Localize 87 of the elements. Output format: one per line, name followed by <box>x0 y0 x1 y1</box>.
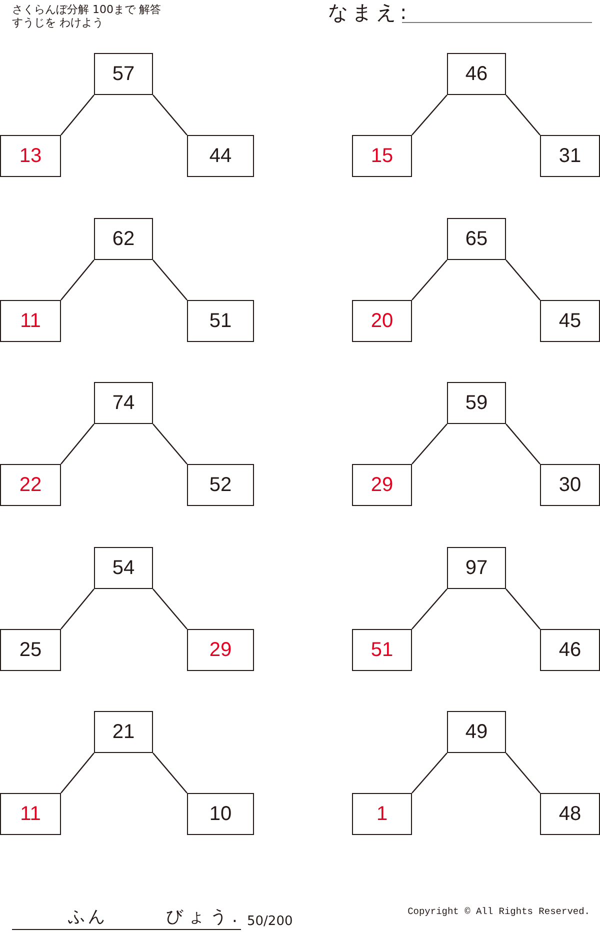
number-box <box>187 300 254 342</box>
number-text: 20 <box>370 311 394 331</box>
name-label: なまえ: <box>328 0 411 24</box>
number-box <box>352 464 412 506</box>
connector-line <box>412 752 448 794</box>
subtitle: すうじを わけよう <box>12 16 104 30</box>
number-text: 51 <box>370 640 394 660</box>
number-box <box>0 793 61 835</box>
number-text: 21 <box>112 722 135 742</box>
number-box <box>187 629 254 671</box>
number-text: 52 <box>209 475 232 495</box>
number-box <box>94 382 153 424</box>
number-text: 59 <box>465 393 488 413</box>
connector-line <box>412 94 448 136</box>
number-box <box>94 53 153 95</box>
minutes-label: ふん <box>68 907 108 928</box>
connector-line <box>152 424 188 464</box>
number-text: 31 <box>558 146 582 166</box>
number-text: 44 <box>209 146 232 166</box>
connector-line <box>506 94 540 136</box>
number-text: 22 <box>19 475 42 495</box>
number-text: 11 <box>20 804 41 824</box>
number-text: 29 <box>370 475 394 495</box>
number-box <box>447 547 506 589</box>
number-box <box>540 793 600 835</box>
number-box <box>94 711 153 753</box>
number-box <box>447 711 506 753</box>
connector-line <box>152 588 188 630</box>
number-text: 1 <box>376 804 388 824</box>
connector-line <box>60 260 94 300</box>
number-box <box>540 464 600 506</box>
number-box <box>447 382 506 424</box>
number-box <box>94 218 153 260</box>
number-box <box>0 300 61 342</box>
connector-line <box>152 260 188 300</box>
number-box <box>447 218 506 260</box>
connector-line <box>60 94 94 136</box>
number-text: 49 <box>465 722 488 742</box>
connector-line <box>506 752 540 794</box>
number-text: 48 <box>558 804 582 824</box>
number-box <box>352 300 412 342</box>
connector-line <box>152 94 188 136</box>
number-text: 46 <box>558 640 582 660</box>
connector-line <box>412 588 448 630</box>
number-text: 97 <box>465 558 488 578</box>
number-box <box>0 135 61 177</box>
number-box <box>187 464 254 506</box>
number-text: 46 <box>465 64 488 84</box>
connector-line <box>152 752 188 794</box>
number-text: 25 <box>19 640 42 660</box>
number-text: 15 <box>370 146 394 166</box>
number-text: 13 <box>19 146 42 166</box>
seconds-label: びょう. <box>166 907 242 928</box>
number-text: 57 <box>112 64 135 84</box>
number-box <box>352 135 412 177</box>
connector-line <box>60 424 94 464</box>
connector-line <box>506 588 540 630</box>
worksheet-title: さくらんぼ分解 100まで 解答 <box>12 3 161 16</box>
number-box <box>540 135 600 177</box>
number-text: 11 <box>20 311 41 331</box>
number-text: 29 <box>209 640 232 660</box>
number-box <box>352 793 412 835</box>
number-box <box>352 629 412 671</box>
score-text: 50/200 <box>247 914 293 930</box>
connector-line <box>412 424 448 464</box>
number-box <box>94 547 153 589</box>
connector-line <box>506 424 540 464</box>
copyright-notice: Copyright © All Rights Reserved. <box>408 906 590 918</box>
connector-line <box>60 752 94 794</box>
number-text: 30 <box>558 475 582 495</box>
number-box <box>187 135 254 177</box>
number-box <box>0 629 61 671</box>
number-text: 62 <box>112 229 135 249</box>
number-text: 45 <box>558 311 582 331</box>
number-box <box>447 53 506 95</box>
number-text: 10 <box>209 804 232 824</box>
number-text: 54 <box>112 558 135 578</box>
number-box <box>540 300 600 342</box>
connector-line <box>506 260 540 300</box>
connector-line <box>60 588 94 630</box>
number-text: 74 <box>112 393 135 413</box>
number-box <box>0 464 61 506</box>
number-box <box>540 629 600 671</box>
connector-line <box>412 260 448 300</box>
number-box <box>187 793 254 835</box>
number-text: 65 <box>465 229 488 249</box>
number-text: 51 <box>209 311 232 331</box>
